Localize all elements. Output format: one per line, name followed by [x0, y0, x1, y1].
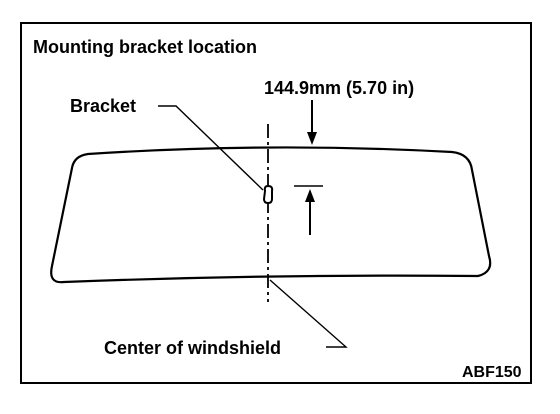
center-leader: [269, 279, 348, 348]
dimension-label: 144.9mm (5.70 in): [264, 78, 415, 98]
center-of-windshield-label: Center of windshield: [104, 338, 282, 358]
bracket-leader: [158, 105, 264, 191]
windshield-outline: [50, 146, 492, 284]
figure-frame: [20, 22, 532, 384]
figure-code: ABF150: [462, 364, 522, 381]
bracket-shape: [262, 184, 274, 205]
dimension-arrow-bottom-head: [305, 189, 315, 202]
dimension-arrow-top-head: [307, 132, 317, 145]
bracket-label: Bracket: [70, 96, 137, 116]
figure-title: Mounting bracket location: [33, 37, 258, 57]
